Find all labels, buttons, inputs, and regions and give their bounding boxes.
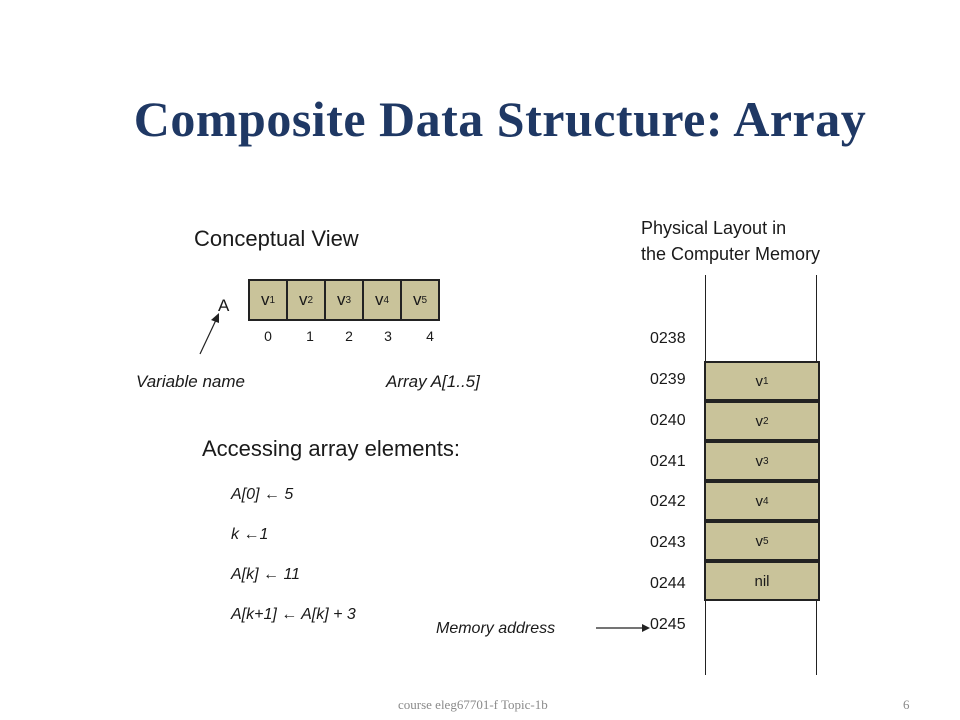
code-line: A[0] ← 5	[231, 486, 294, 503]
memory-address: 0242	[650, 493, 686, 510]
accessing-heading: Accessing array elements:	[202, 436, 460, 461]
code-line: A[k] ← 11	[231, 566, 301, 583]
slide-title: Composite Data Structure: Array	[133, 91, 867, 147]
memory-cell-nil: nil	[704, 561, 820, 601]
physical-layout-heading: Physical Layout in the Computer Memory	[641, 218, 821, 264]
array-declaration-label: Array A[1..5]	[386, 372, 480, 391]
footer-course-path: course eleg67701-f Topic-1b	[398, 697, 548, 712]
array-index: 4	[426, 328, 434, 344]
memory-address: 0245	[650, 616, 686, 633]
memory-address: 0240	[650, 412, 686, 429]
array-name-label: A	[218, 296, 230, 315]
memory-address: 0238	[650, 330, 686, 347]
memory-address: 0243	[650, 534, 686, 551]
array-index: 3	[384, 328, 392, 344]
variable-name-label: Variable name	[136, 372, 245, 391]
footer-page-number: 6	[903, 697, 910, 712]
memory-address-label: Memory address	[436, 620, 556, 637]
memory-address: 0241	[650, 453, 686, 470]
memory-address: 0244	[650, 575, 686, 592]
code-line: A[k+1] ← A[k] + 3	[231, 606, 356, 623]
array-index: 2	[345, 328, 353, 344]
array-index: 0	[264, 328, 272, 344]
array-index: 1	[306, 328, 314, 344]
variable-name-pointer-arrow	[199, 313, 219, 355]
code-line: k ←1	[231, 526, 269, 543]
memory-address: 0239	[650, 371, 686, 388]
memory-address-arrow	[596, 624, 650, 632]
conceptual-view-heading: Conceptual View	[194, 226, 359, 251]
